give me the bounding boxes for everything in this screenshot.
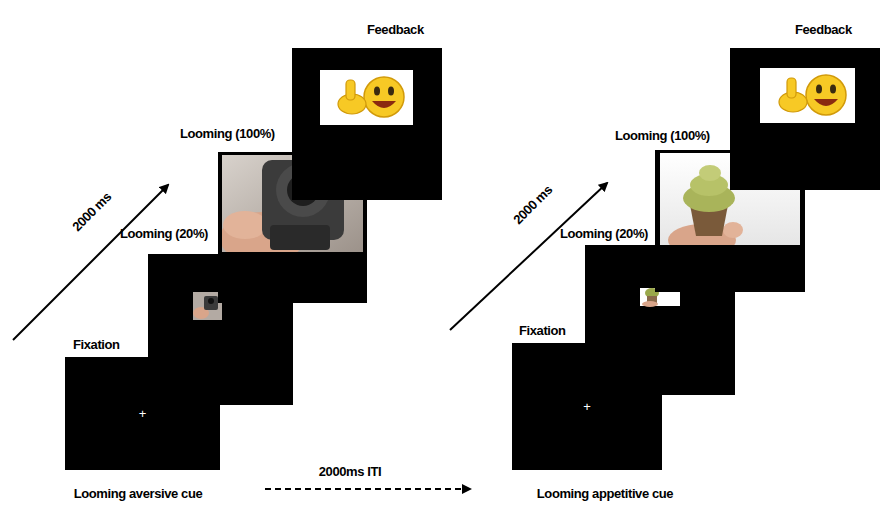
interval-label: 2000ms ITI bbox=[319, 464, 382, 480]
screen-label: Looming (20%) bbox=[120, 226, 208, 242]
duration-label: 2000 ms bbox=[69, 189, 115, 235]
fixation-cross: + bbox=[583, 400, 591, 414]
screen-label: Looming (100%) bbox=[180, 126, 275, 142]
screen-frame: Looming (100%) bbox=[655, 150, 805, 292]
sequence-label: Looming appetitive cue bbox=[537, 486, 673, 502]
sequence-label: Looming aversive cue bbox=[74, 486, 203, 502]
fixation-cross: + bbox=[139, 407, 147, 421]
screen-label: Fixation bbox=[73, 337, 120, 353]
screen-label: Looming (20%) bbox=[560, 226, 648, 242]
screen-label: Feedback bbox=[795, 22, 852, 38]
screen-frame: Fixation+ bbox=[65, 357, 220, 470]
screen-label: Fixation bbox=[519, 323, 566, 339]
screen-label: Looming (100%) bbox=[615, 128, 710, 144]
duration-label: 2000 ms bbox=[510, 182, 556, 228]
screen-frame: Fixation+ bbox=[512, 343, 662, 470]
screen-frame: Feedback bbox=[292, 48, 442, 200]
screen-frame: Looming (100%) bbox=[218, 152, 367, 303]
screen-frame: Looming (20%) bbox=[585, 245, 735, 395]
screen-frame: Feedback bbox=[730, 48, 880, 190]
screen-label: Feedback bbox=[367, 22, 424, 38]
screen-frame: Looming (20%) bbox=[148, 254, 293, 405]
